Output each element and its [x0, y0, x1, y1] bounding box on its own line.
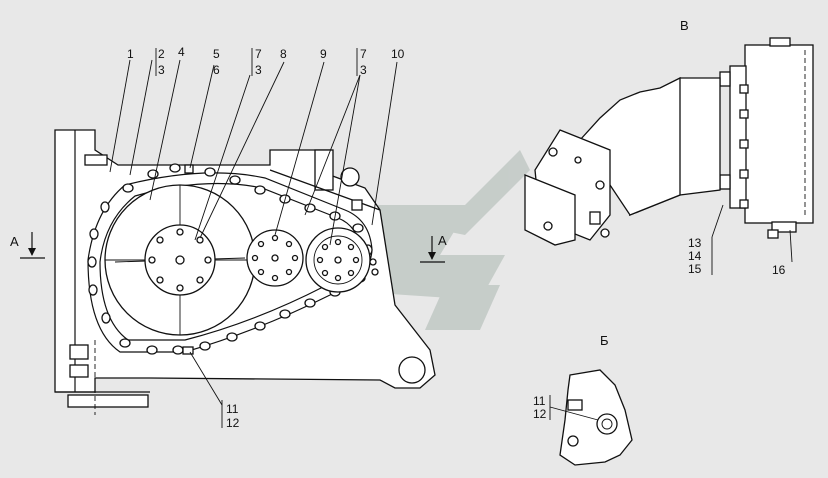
callout-8: 8 — [280, 47, 287, 61]
large-sprocket — [104, 164, 256, 355]
callout-9: 9 — [320, 47, 327, 61]
section-a-left-label: A — [10, 234, 19, 249]
section-marker-left — [20, 232, 45, 259]
callout-11: 11 — [226, 402, 239, 416]
callout-16: 16 — [772, 263, 786, 277]
section-marker-right — [420, 236, 445, 263]
callout-2: 2 — [158, 47, 165, 61]
callout-13: 13 — [688, 236, 702, 250]
callout-14: 14 — [688, 249, 702, 263]
leader-lines — [109, 48, 398, 428]
view-b-label: Б — [600, 333, 609, 348]
callout-12b: 12 — [533, 407, 547, 421]
view-v-label: В — [680, 18, 689, 33]
callout-5: 5 — [213, 47, 220, 61]
callout-12: 12 — [226, 416, 240, 430]
callout-1: 1 — [127, 47, 134, 61]
small-sprocket — [246, 229, 304, 287]
tensioner-hub — [305, 199, 379, 293]
callout-3b: 3 — [255, 63, 262, 77]
callout-3a: 3 — [158, 63, 165, 77]
chain-rollers — [87, 163, 373, 355]
callout-11b: 11 — [533, 394, 546, 408]
callout-15: 15 — [688, 262, 702, 276]
callout-7b: 7 — [360, 47, 367, 61]
callout-3c: 3 — [360, 63, 367, 77]
callout-10: 10 — [391, 47, 405, 61]
callout-7a: 7 — [255, 47, 262, 61]
view-b-detail — [549, 369, 633, 466]
view-v-assembly — [524, 37, 814, 275]
callout-6: 6 — [213, 63, 220, 77]
section-a-right-label: A — [438, 233, 447, 248]
callout-4: 4 — [178, 45, 185, 59]
